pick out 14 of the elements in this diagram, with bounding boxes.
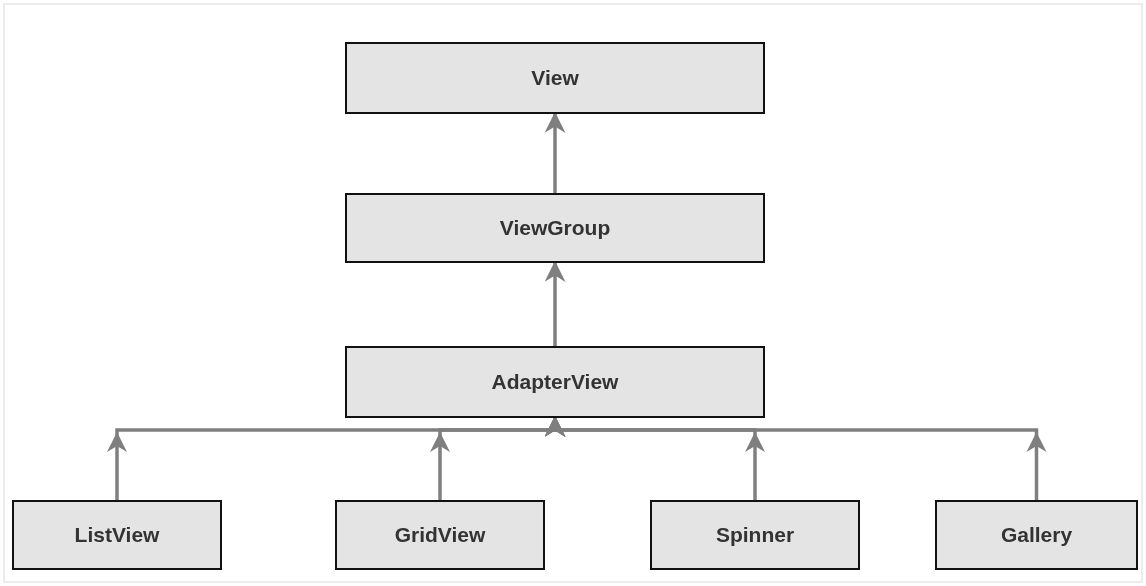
class-name: Gallery	[1000, 523, 1073, 547]
class-name: AdapterView	[491, 370, 619, 394]
class-box	[345, 346, 765, 418]
class-name: ListView	[74, 523, 160, 547]
class-box	[335, 500, 545, 570]
class-box	[345, 193, 765, 263]
class-box	[345, 42, 765, 114]
class-name: View	[531, 66, 579, 90]
class-name: GridView	[394, 523, 486, 547]
class-box	[935, 500, 1138, 570]
class-name: Spinner	[715, 523, 795, 547]
class-box	[650, 500, 860, 570]
class-box	[12, 500, 222, 570]
class-name: ViewGroup	[499, 216, 611, 240]
